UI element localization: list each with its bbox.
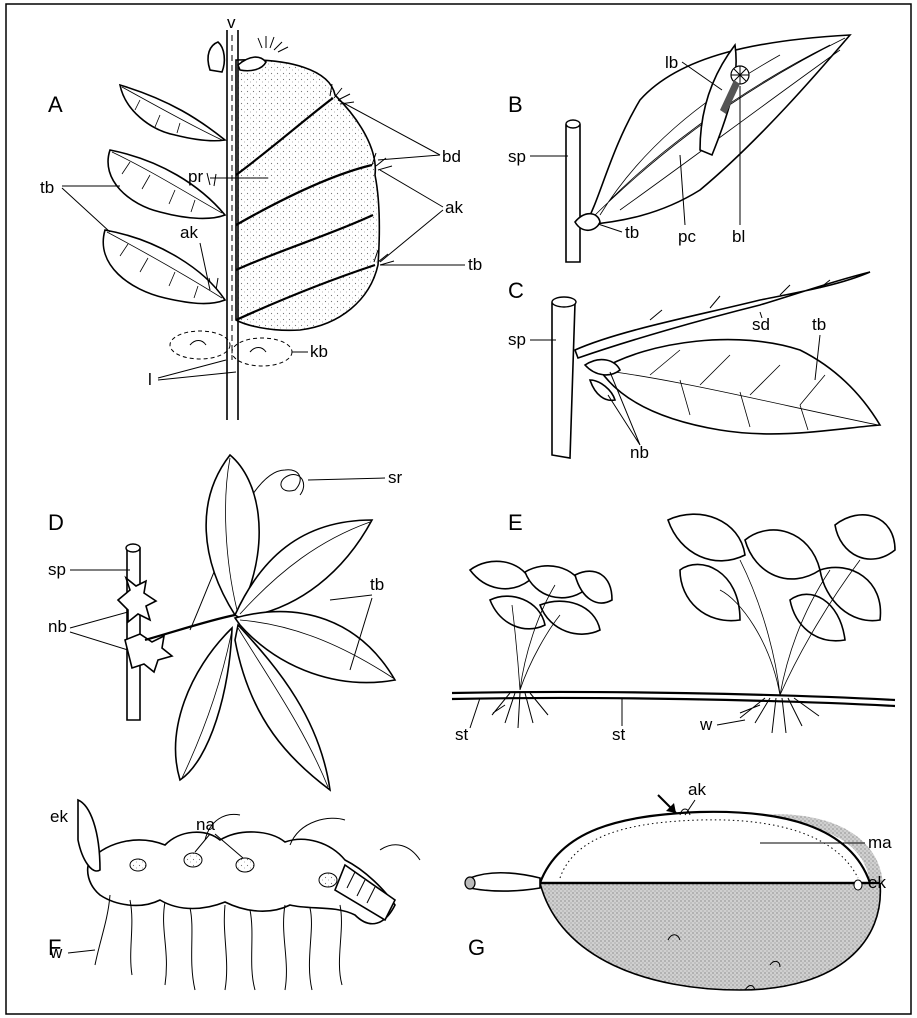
label-c-tb: tb [812, 315, 826, 334]
label-e-w: w [699, 715, 713, 734]
label-b-lb: lb [665, 53, 678, 72]
label-c-sd: sd [752, 315, 770, 334]
label-a-ak-right: ak [445, 198, 463, 217]
panel-g: G ak ma ek [465, 780, 892, 990]
label-g-ma: ma [868, 833, 892, 852]
label-d-nb: nb [48, 617, 67, 636]
label-b-pc: pc [678, 227, 696, 246]
label-d-tb: tb [370, 575, 384, 594]
panel-letter-a: A [48, 92, 63, 117]
panel-letter-d: D [48, 510, 64, 535]
panel-d-leaflet-5 [176, 628, 232, 780]
label-e-st-mid: st [612, 725, 626, 744]
panel-a-leaflet-2 [108, 150, 225, 218]
panel-letter-c: C [508, 278, 524, 303]
label-a-v: v [227, 13, 236, 32]
label-g-ak: ak [688, 780, 706, 799]
label-b-tb: tb [625, 223, 639, 242]
panel-letter-g: G [468, 935, 485, 960]
panel-letter-e: E [508, 510, 523, 535]
panel-e: E st st w [452, 510, 895, 744]
panel-f: F ek na w [48, 800, 420, 990]
label-d-sr: sr [388, 468, 403, 487]
label-d-sp: sp [48, 560, 66, 579]
label-e-st-left: st [455, 725, 469, 744]
panel-b: B lb sp tb pc bl [508, 35, 850, 262]
label-a-tb-right: tb [468, 255, 482, 274]
label-a-kb: kb [310, 342, 328, 361]
panel-d: D sr sp tb nb [48, 455, 403, 790]
label-f-w: w [49, 943, 63, 962]
panel-a: A v b [40, 13, 482, 420]
panel-c-leaf [600, 340, 880, 434]
label-a-pr: pr [188, 167, 203, 186]
label-c-nb: nb [630, 443, 649, 462]
panel-c: C sp sd tb nb [508, 272, 880, 462]
label-f-ek: ek [50, 807, 68, 826]
label-c-sp: sp [508, 330, 526, 349]
panel-letter-b: B [508, 92, 523, 117]
label-b-bl: bl [732, 227, 745, 246]
label-a-l: l [148, 370, 152, 389]
panel-a-leaflet-1 [120, 85, 225, 141]
label-f-na: na [196, 815, 215, 834]
label-a-tb: tb [40, 178, 54, 197]
label-g-ek: ek [868, 873, 886, 892]
label-a-ak-left: ak [180, 223, 198, 242]
panel-a-leaflet-3 [103, 230, 225, 304]
panel-g-lower-half [540, 883, 880, 990]
label-a-bd: bd [442, 147, 461, 166]
label-b-sp: sp [508, 147, 526, 166]
panel-e-small-plant [470, 561, 612, 728]
